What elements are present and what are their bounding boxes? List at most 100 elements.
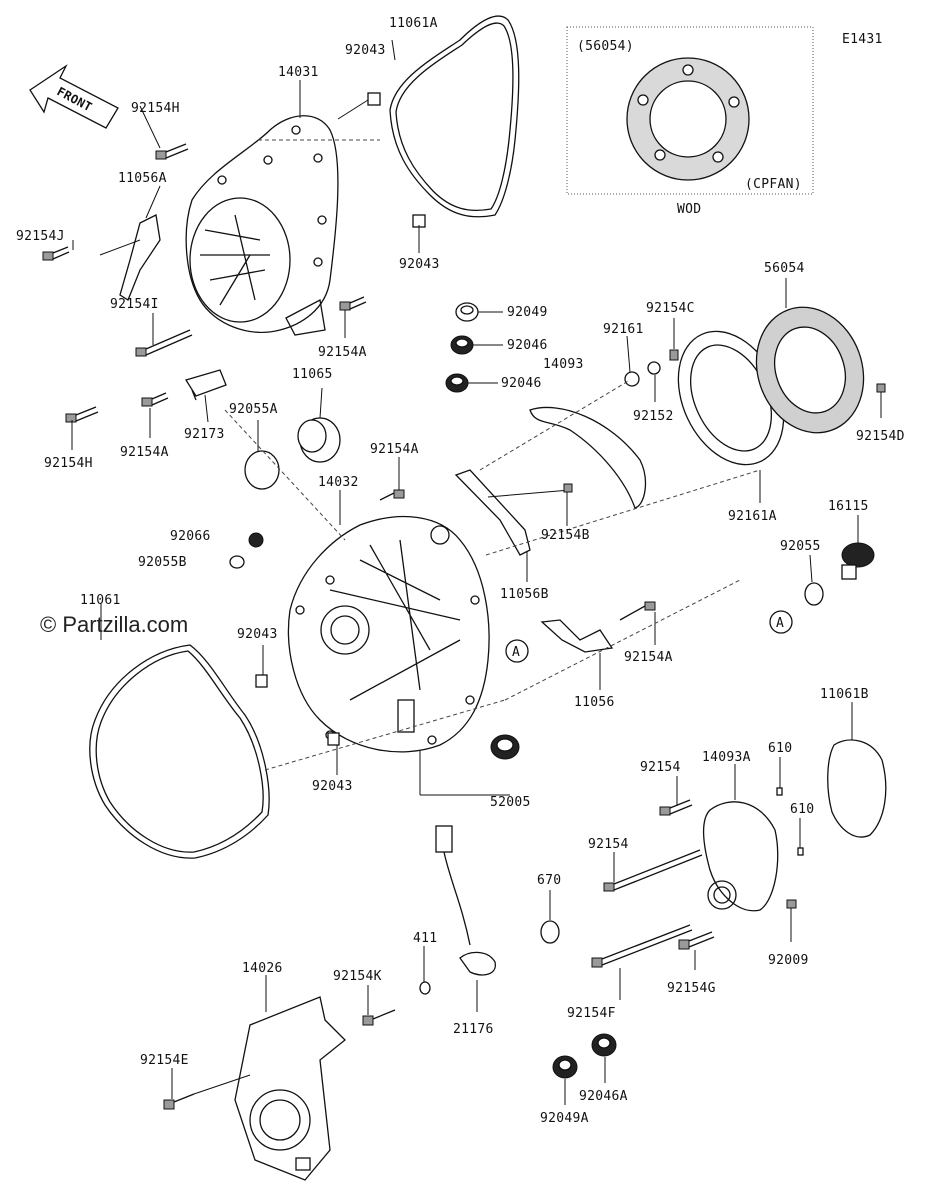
bolt-92154d-icon — [876, 383, 886, 393]
label-92043-top: 92043 — [345, 43, 386, 58]
pin-610-a-icon — [776, 787, 783, 796]
label-92055b: 92055B — [138, 555, 187, 570]
callout-a-right: A — [769, 610, 793, 634]
label-92049: 92049 — [507, 305, 548, 320]
label-92055: 92055 — [780, 539, 821, 554]
diagram-code: E1431 — [842, 32, 883, 47]
label-11056a: 11056A — [118, 171, 167, 186]
filler-cap-16115-icon — [841, 542, 875, 580]
bolt-92154e-icon — [163, 1093, 195, 1110]
collar-92152-icon — [647, 361, 661, 375]
label-92161a: 92161A — [728, 509, 777, 524]
label-92154j: 92154J — [16, 229, 65, 244]
guide-14093-icon — [529, 406, 647, 509]
label-411: 411 — [413, 931, 437, 946]
screw-92009-icon — [786, 899, 797, 909]
label-92161: 92161 — [603, 322, 644, 337]
label-92154a-mid: 92154A — [370, 442, 419, 457]
svg-text:A: A — [776, 616, 784, 631]
watermark: © Partzilla.com — [40, 612, 188, 637]
oil-seal-92049a-icon — [552, 1055, 578, 1079]
washer-411-icon — [419, 981, 431, 995]
oil-seal-52005-icon — [490, 734, 520, 760]
bolt-92154g-icon — [678, 931, 715, 950]
plate-56054-icon — [755, 306, 865, 434]
bolt-92154h-bottom-icon — [65, 406, 99, 423]
label-14032: 14032 — [318, 475, 359, 490]
bolt-92154a-left-icon — [141, 392, 169, 407]
label-92154h-top: 92154H — [131, 101, 180, 116]
label-92046-b: 92046 — [501, 376, 542, 391]
label-92154i: 92154I — [110, 297, 159, 312]
gasket-11061b-icon — [827, 739, 887, 838]
label-16115: 16115 — [828, 499, 869, 514]
label-92043-low: 92043 — [237, 627, 278, 642]
part-labels: 11061A 92043 14031 92154H 11056A 92154J … — [16, 16, 905, 1126]
gasket-11061a-icon — [389, 15, 520, 218]
oring-92055-icon — [804, 582, 824, 606]
label-92049a: 92049A — [540, 1111, 589, 1126]
bolt-92154-b-icon — [603, 849, 703, 892]
wod-caption: WOD — [677, 202, 701, 217]
washer-92055b-icon — [229, 555, 245, 569]
wod-part-left: (56054) — [577, 39, 634, 54]
washer-92161-icon — [624, 371, 640, 387]
label-11061b: 11061B — [820, 687, 869, 702]
bolt-92154h-icon — [155, 143, 189, 160]
callout-a-left: A — [505, 639, 529, 663]
label-92154f: 92154F — [567, 1006, 616, 1021]
pin-610-b-icon — [797, 847, 804, 856]
label-21176: 21176 — [453, 1022, 494, 1037]
label-92043-mid: 92043 — [399, 257, 440, 272]
wod-gasket-icon — [626, 57, 750, 181]
bolt-92154i-icon — [135, 329, 193, 357]
bracket-11056a-icon — [119, 214, 161, 301]
label-610-a: 610 — [768, 741, 792, 756]
label-11065: 11065 — [292, 367, 333, 382]
label-11056: 11056 — [574, 695, 615, 710]
bolt-92154a-icon — [339, 296, 367, 311]
label-92154-b: 92154 — [588, 837, 629, 852]
front-arrow-icon: FRONT — [29, 64, 119, 129]
clutch-cover-14032-icon — [287, 515, 490, 753]
label-56054: 56054 — [764, 261, 805, 276]
bearing-92046a-icon — [591, 1033, 617, 1057]
bolt-92154c-icon — [669, 349, 679, 361]
label-14026: 14026 — [242, 961, 283, 976]
label-11061: 11061 — [80, 593, 121, 608]
label-92046a: 92046A — [579, 1089, 628, 1104]
label-92154d: 92154D — [856, 429, 905, 444]
label-92154a-top: 92154A — [318, 345, 367, 360]
plug-92066-icon — [248, 532, 264, 548]
cover-14093a-icon — [702, 801, 779, 912]
grommet-11065-icon — [297, 417, 341, 463]
label-92154g: 92154G — [667, 981, 716, 996]
label-92173: 92173 — [184, 427, 225, 442]
bracket-11056b-icon — [454, 469, 531, 556]
bearing-92046-b-icon — [445, 373, 469, 393]
clamp-92173-icon — [184, 369, 227, 401]
svg-text:A: A — [512, 645, 520, 660]
label-92009: 92009 — [768, 953, 809, 968]
wod-box: (56054) (CPFAN) WOD — [566, 26, 814, 217]
label-92154h-bottom: 92154H — [44, 456, 93, 471]
label-92154a-left: 92154A — [120, 445, 169, 460]
label-92055a: 92055A — [229, 402, 278, 417]
label-92046-a: 92046 — [507, 338, 548, 353]
cover-14026-icon — [234, 996, 346, 1181]
oil-seal-92049-icon — [455, 302, 479, 322]
generator-cover-14031-icon — [185, 115, 339, 336]
label-92154k: 92154K — [333, 969, 382, 984]
bolt-92154k-icon — [362, 1009, 396, 1026]
bolt-92154a-mid-icon — [379, 489, 405, 501]
label-92154a-right: 92154A — [624, 650, 673, 665]
dowel-pin-icon — [367, 92, 381, 106]
label-92152: 92152 — [633, 409, 674, 424]
label-11061a: 11061A — [389, 16, 438, 31]
label-14031: 14031 — [278, 65, 319, 80]
label-14093a: 14093A — [702, 750, 751, 765]
label-670: 670 — [537, 873, 561, 888]
label-92154b: 92154B — [541, 528, 590, 543]
bolt-92154b-icon — [563, 483, 573, 493]
